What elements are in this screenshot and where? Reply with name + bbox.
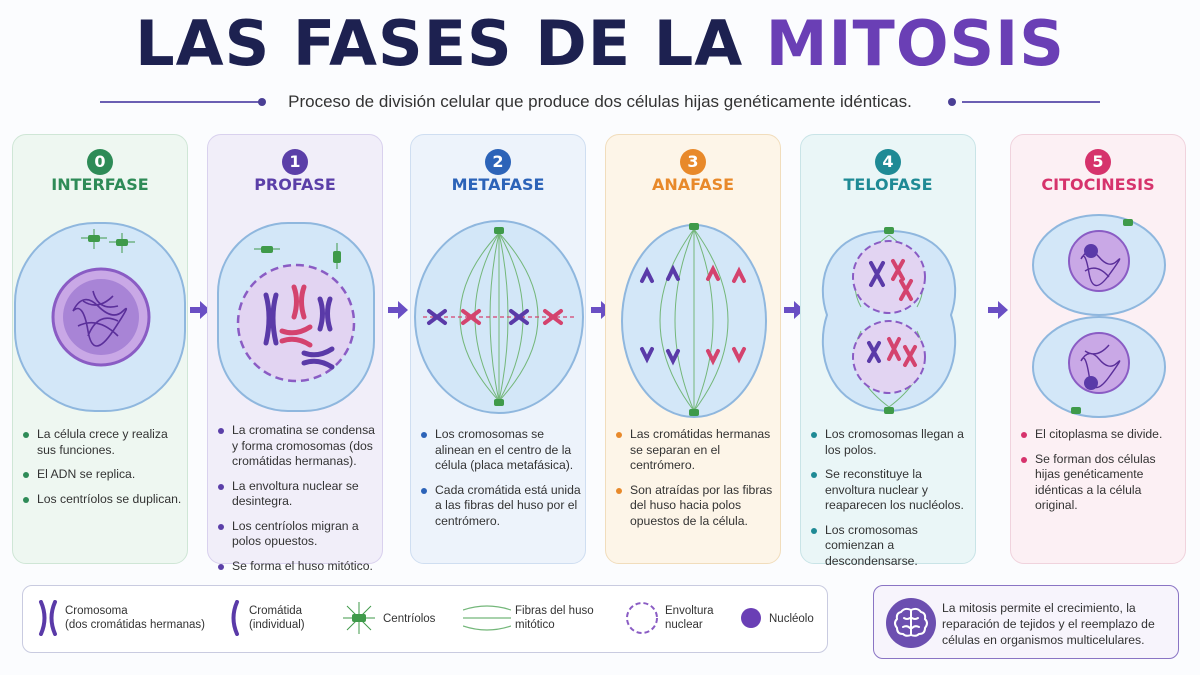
interphase-cell-illustration bbox=[14, 222, 186, 412]
phase-number: 2 bbox=[411, 147, 585, 175]
nuclear-envelope-icon bbox=[626, 602, 658, 634]
phase-bullets: Los cromosomas llegan a los polos. Se re… bbox=[811, 427, 971, 578]
subtitle: Proceso de división celular que produce … bbox=[288, 92, 912, 111]
phase-card-anafase: 3 ANAFASE Las cromátidas hermanas se sep… bbox=[605, 134, 781, 564]
bullet: La cromatina se condensa y forma cromoso… bbox=[218, 423, 378, 470]
legend-spindle-fibers: Fibras del huso mitótico bbox=[463, 586, 623, 652]
phase-card-interfase: 0 INTERFASE La célula crece y realiza su… bbox=[12, 134, 188, 564]
phase-name: ANAFASE bbox=[651, 175, 735, 194]
legend-nucleolus: Nucléolo bbox=[739, 586, 829, 652]
legend-fibers-label: Fibras del huso bbox=[515, 605, 594, 617]
bullet: Cada cromátida está unida a las fibras d… bbox=[421, 483, 581, 530]
subtitle-dot-left bbox=[258, 98, 266, 106]
brain-icon bbox=[886, 598, 936, 648]
subtitle-row: Proceso de división celular que produce … bbox=[100, 90, 1100, 114]
chromatid-icon bbox=[231, 600, 239, 636]
phase-bullets: Las cromátidas hermanas se separan en el… bbox=[616, 427, 776, 538]
spindle-fibers-icon bbox=[463, 605, 511, 631]
arrow-right-icon bbox=[388, 301, 408, 319]
bullet: Se reconstituye la envoltura nuclear y r… bbox=[811, 467, 971, 514]
legend-chromosome-sublabel: (dos cromátidas hermanas) bbox=[65, 619, 205, 631]
centriole-icon bbox=[254, 246, 280, 253]
centriole-icon bbox=[494, 399, 504, 406]
centriole-icon bbox=[109, 233, 135, 253]
subtitle-line-right bbox=[962, 101, 1100, 103]
phase-bullets: La cromatina se condensa y forma cromoso… bbox=[218, 423, 378, 583]
centriole-icon bbox=[884, 227, 894, 234]
phase-card-metafase: 2 METAFASE Los cromosomas se alinean en … bbox=[410, 134, 586, 564]
legend-centrioles-label: Centríolos bbox=[383, 613, 436, 625]
bullet: Los cromosomas llegan a los polos. bbox=[811, 427, 971, 458]
legend-nuclear-envelope: Envoltura nuclear bbox=[625, 586, 725, 652]
bullet: El citoplasma se divide. bbox=[1021, 427, 1181, 443]
legend-chromatid: Cromátida (individual) bbox=[227, 586, 337, 652]
bullet: Los centríolos migran a polos opuestos. bbox=[218, 519, 378, 550]
phase-name: PROFASE bbox=[254, 175, 336, 194]
centriole-icon bbox=[333, 243, 341, 269]
cytokinesis-cell-illustration bbox=[1032, 214, 1166, 418]
bullet: El ADN se replica. bbox=[23, 467, 183, 483]
centriole-icon bbox=[343, 602, 375, 634]
legend: Cromosoma (dos cromátidas hermanas) Crom… bbox=[22, 585, 828, 653]
telophase-cell-illustration bbox=[821, 227, 957, 414]
metaphase-cell-illustration bbox=[414, 220, 584, 414]
phase-number: 5 bbox=[1011, 147, 1185, 175]
centriole-icon bbox=[1071, 407, 1081, 414]
legend-chromosome: Cromosoma (dos cromátidas hermanas) bbox=[37, 586, 237, 652]
legend-envelope-label: Envoltura bbox=[665, 605, 714, 617]
arrow-right-icon bbox=[988, 301, 1008, 319]
phase-name: CITOCINESIS bbox=[1041, 175, 1155, 194]
title-accent: MITOSIS bbox=[765, 7, 1065, 80]
centriole-icon bbox=[494, 227, 504, 234]
legend-centrioles: Centríolos bbox=[341, 586, 451, 652]
bullet: Los cromosomas se alinean en el centro d… bbox=[421, 427, 581, 474]
legend-envelope-sublabel: nuclear bbox=[665, 619, 703, 631]
bullet: Son atraídas por las fibras del huso hac… bbox=[616, 483, 776, 530]
bullet: La célula crece y realiza sus funciones. bbox=[23, 427, 183, 458]
anaphase-cell-illustration bbox=[621, 223, 767, 418]
legend-fibers-sublabel: mitótico bbox=[515, 619, 555, 631]
bullet: Se forma el huso mitótico. bbox=[218, 559, 378, 575]
phase-number: 4 bbox=[801, 147, 975, 175]
centriole-icon bbox=[884, 407, 894, 414]
info-note: La mitosis permite el crecimiento, la re… bbox=[873, 585, 1179, 659]
centriole-icon bbox=[689, 223, 699, 230]
phase-name: TELOFASE bbox=[843, 175, 933, 194]
nucleolus-icon bbox=[741, 608, 761, 628]
bullet: Las cromátidas hermanas se separan en el… bbox=[616, 427, 776, 474]
phase-bullets: El citoplasma se divide. Se forman dos c… bbox=[1021, 427, 1181, 523]
phase-name: INTERFASE bbox=[51, 175, 149, 194]
prophase-cell-illustration bbox=[217, 222, 375, 412]
centriole-icon bbox=[689, 409, 699, 416]
phase-number: 1 bbox=[208, 147, 382, 175]
subtitle-dot-right bbox=[948, 98, 956, 106]
legend-nucleolus-label: Nucléolo bbox=[769, 613, 814, 625]
centriole-icon bbox=[1123, 219, 1133, 226]
arrow-right-icon bbox=[784, 301, 804, 319]
bullet: Se forman dos células hijas genéticament… bbox=[1021, 452, 1181, 514]
phase-card-citocinesis: 5 CITOCINESIS El citoplasma se divide. S… bbox=[1010, 134, 1186, 564]
centriole-icon bbox=[81, 229, 107, 249]
phase-bullets: Los cromosomas se alinean en el centro d… bbox=[421, 427, 581, 538]
phase-name: METAFASE bbox=[451, 175, 545, 194]
legend-chromosome-label: Cromosoma bbox=[65, 605, 128, 617]
phase-number: 3 bbox=[606, 147, 780, 175]
bullet: Los centríolos se duplican. bbox=[23, 492, 183, 508]
phase-card-telofase: 4 TELOFASE Los cromosomas llegan a los p… bbox=[800, 134, 976, 568]
page-title: LAS FASES DE LA MITOSIS bbox=[0, 4, 1200, 84]
legend-chromatid-sublabel: (individual) bbox=[249, 619, 305, 631]
bullet: Los cromosomas comienzan a descondensars… bbox=[811, 523, 971, 570]
info-note-text: La mitosis permite el crecimiento, la re… bbox=[942, 601, 1155, 647]
arrow-right-icon bbox=[190, 301, 210, 319]
chromosome-icon bbox=[39, 600, 57, 636]
phase-card-profase: 1 PROFASE La cromatina se condensa y for… bbox=[207, 134, 383, 573]
phase-bullets: La célula crece y realiza sus funciones.… bbox=[23, 427, 183, 516]
subtitle-line-left bbox=[100, 101, 260, 103]
phase-number: 0 bbox=[13, 147, 187, 175]
title-main: LAS FASES DE LA bbox=[135, 7, 766, 80]
legend-chromatid-label: Cromátida bbox=[249, 605, 303, 617]
bullet: La envoltura nuclear se desintegra. bbox=[218, 479, 378, 510]
